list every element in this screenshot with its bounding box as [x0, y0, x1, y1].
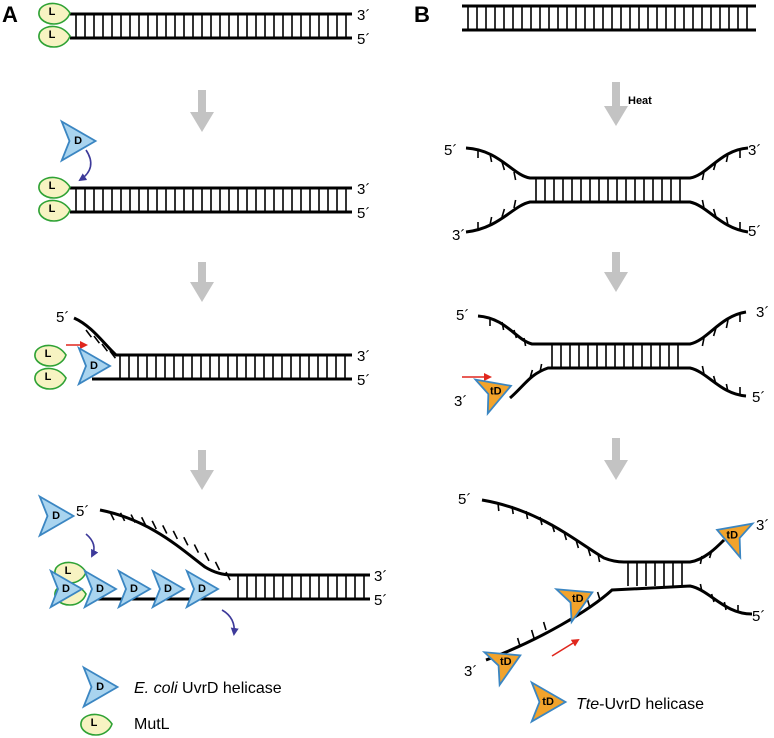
legend-uvrd-rest: UvrD helicase [178, 680, 282, 697]
legend-tte-text: Tte-UvrD helicase [576, 696, 704, 713]
a4-5prime: 5´ [374, 592, 387, 609]
mutl-protein: L [34, 344, 67, 367]
tte-uvrd-protein-label: tD [500, 656, 512, 668]
uvrd-protein: D [150, 568, 186, 610]
step-arrow-a1 [190, 90, 214, 132]
uvrd-protein-label: D [90, 360, 98, 372]
b-step1-dna [462, 4, 756, 32]
uvrd-protein-label: D [164, 583, 172, 595]
mutl-protein: L [38, 25, 71, 48]
translocation-arrow-a4 [221, 609, 239, 636]
b2-3prime-right: 3´ [748, 142, 761, 159]
legend-uvrd-italic: E. coli [134, 680, 178, 697]
direction-arrow-b4 [551, 638, 580, 657]
heat-label: Heat [628, 95, 652, 107]
mutl-label: L [49, 180, 56, 192]
mutl-protein: L [34, 367, 67, 390]
mutl-label: L [65, 565, 72, 577]
step-arrow-a3 [190, 450, 214, 490]
uvrd-protein: D [184, 568, 220, 610]
legend-uvrd-text: E. coli UvrD helicase [134, 680, 282, 697]
uvrd-protein-label: D [96, 583, 104, 595]
panel-label-a: A [2, 2, 18, 27]
uvrd-protein: D [59, 119, 98, 163]
panel-b: 5´ 3´ 3´ 5´ 5´ 3´ 3´ 5´ 5´ 3´ 3´ 5´ tD tD… [444, 4, 769, 724]
mutl-protein: L [80, 713, 113, 736]
b-step4-dna [481, 498, 753, 662]
legend-uvrd-icon: D [81, 665, 120, 709]
tte-uvrd-protein: tD [473, 378, 513, 416]
tte-uvrd-protein: tD [481, 651, 522, 688]
mutl-protein: L [38, 2, 71, 25]
b3-3prime-left: 3´ [454, 393, 467, 410]
b4-3prime-left: 3´ [464, 663, 477, 680]
mutl-label: L [45, 371, 52, 383]
uvrd-protein-label: D [130, 583, 138, 595]
b3-5prime-right: 5´ [752, 389, 765, 406]
a-step3-dna [73, 316, 352, 381]
uvrd-protein: D [48, 568, 84, 610]
legend-uvrd-icon-label: D [96, 681, 104, 693]
b2-3prime-left: 3´ [452, 227, 465, 244]
a2-3prime: 3´ [357, 181, 370, 198]
tte-uvrd-protein: tD [715, 522, 755, 560]
uvrd-protein-label: D [198, 583, 206, 595]
tte-uvrd-protein-label: tD [490, 385, 502, 397]
mutl-label: L [91, 717, 98, 729]
step-arrow-b1 [604, 82, 628, 126]
binding-arrow-a2 [78, 149, 92, 182]
step-arrow-a2 [190, 262, 214, 302]
tte-uvrd-protein: tD [553, 588, 594, 625]
b2-5prime-left: 5´ [444, 142, 457, 159]
step-arrows [190, 82, 628, 490]
b3-3prime-right: 3´ [756, 304, 769, 321]
a4-5prime-top: 5´ [76, 503, 89, 520]
panel-a: 3´ 5´ 3´ 5´ 5´ 3´ 5´ 5´ 3´ 5´ [34, 2, 387, 736]
b3-5prime-left: 5´ [456, 307, 469, 324]
b4-5prime-left: 5´ [458, 491, 471, 508]
tte-uvrd-protein-label: tD [726, 529, 738, 541]
b4-3prime-right: 3´ [756, 517, 769, 534]
legend-tte-icon: tD [529, 680, 568, 724]
mutl-protein: L [38, 176, 71, 199]
uvrd-protein-label: D [62, 583, 70, 595]
legend-tte-italic: Tte [576, 696, 599, 713]
legend-mutl-text: MutL [134, 716, 170, 733]
mutl-label: L [49, 203, 56, 215]
step-arrow-b3 [604, 438, 628, 480]
a-step2-dna [70, 186, 352, 214]
b-step2-dna [465, 146, 749, 234]
b2-5prime-right: 5´ [748, 223, 761, 240]
a3-5prime-top: 5´ [56, 309, 69, 326]
mutl-label: L [49, 29, 56, 41]
a1-3prime: 3´ [357, 7, 370, 24]
mutl-protein: L [38, 199, 71, 222]
uvrd-protein-label: D [74, 135, 82, 147]
binding-arrow-a4 [85, 533, 99, 558]
a1-5prime: 5´ [357, 31, 370, 48]
legend-tte-icon-label: tD [542, 696, 554, 708]
a2-5prime: 5´ [357, 205, 370, 222]
uvrd-protein: D [116, 568, 152, 610]
a3-5prime: 5´ [357, 372, 370, 389]
step-arrow-b2 [604, 252, 628, 292]
panel-label-b: B [414, 2, 430, 27]
uvrd-protein-label: D [52, 510, 60, 522]
a-step4-dna [96, 508, 370, 601]
mutl-label: L [49, 6, 56, 18]
uvrd-protein: D [82, 568, 118, 610]
tte-uvrd-protein-label: tD [572, 593, 584, 605]
b-step3-dna [477, 310, 747, 400]
b4-5prime-right: 5´ [752, 608, 765, 625]
uvrd-protein: D [37, 494, 76, 538]
uvrd-protein: D [76, 345, 112, 387]
mutl-label: L [45, 348, 52, 360]
a3-3prime: 3´ [357, 348, 370, 365]
a-step1-dna [70, 12, 352, 40]
legend-tte-rest: -UvrD helicase [599, 696, 704, 713]
a4-3prime: 3´ [374, 568, 387, 585]
